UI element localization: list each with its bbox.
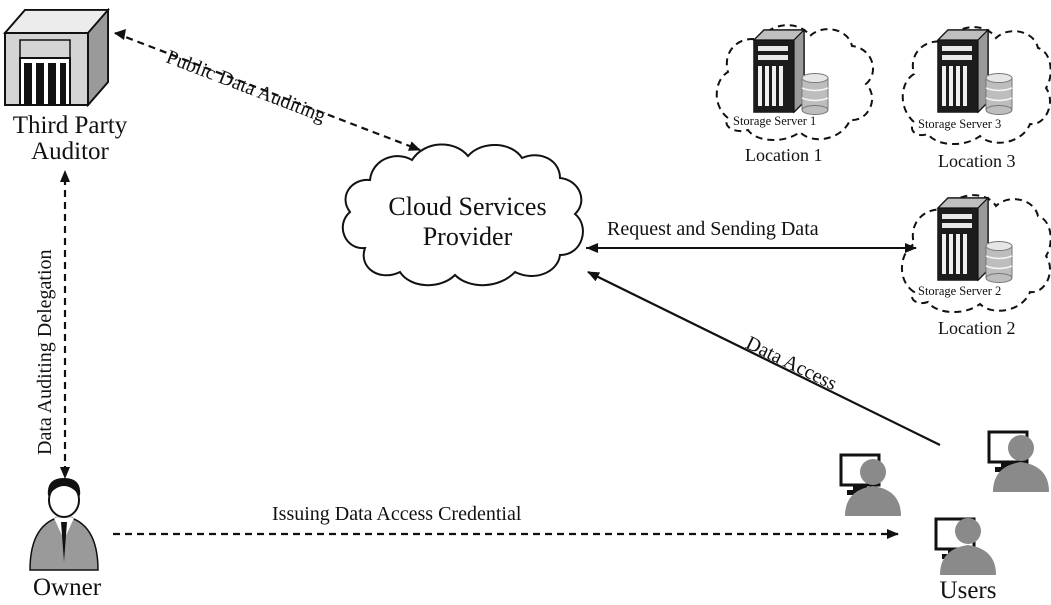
data-access-arrow [587,271,941,446]
cloud-label-line1: Cloud Services [388,192,547,221]
storage-server-1-label: Storage Server 1 [733,114,817,128]
location-2-cloud [900,194,1051,313]
building-icon [3,7,110,108]
user-2-icon [987,430,1049,492]
storage-server-1-icon [753,29,829,116]
location-2-label: Location 2 [938,318,1016,338]
owner-icon [29,478,99,571]
location-3-label: Location 3 [938,151,1016,171]
request-sending-label: Request and Sending Data [607,218,819,240]
storage-server-2-icon [937,197,1013,284]
cloud-label-line2: Provider [422,222,513,251]
user-1-icon [839,453,901,516]
delegation-label: Data Auditing Delegation [34,249,56,455]
public-auditing-arrow [114,31,421,152]
cloud-shape [341,143,584,287]
storage-server-2-label: Storage Server 2 [918,284,1002,298]
credential-label: Issuing Data Access Credential [272,503,522,525]
users-label: Users [939,577,997,604]
user-3-icon [934,517,996,575]
location-3-cloud [901,26,1051,145]
location-1-label: Location 1 [745,145,823,165]
storage-server-3-label: Storage Server 3 [918,117,1002,131]
third-party-auditor-line2: Auditor [31,138,109,165]
third-party-auditor-label: Third Party Auditor [6,113,134,165]
cloud-services-provider-label: Cloud Services Provider [370,192,565,252]
owner-label: Owner [32,574,102,601]
third-party-auditor-line1: Third Party [12,112,128,139]
location-1-cloud [715,24,874,141]
storage-server-3-icon [937,29,1013,116]
